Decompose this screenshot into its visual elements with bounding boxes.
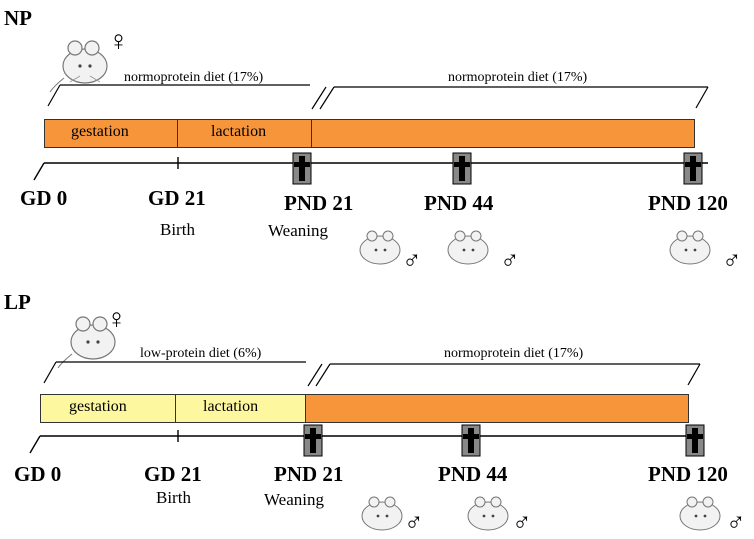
male-symbol-icon: ♂	[402, 246, 422, 275]
lactation-segment: lactation	[177, 119, 312, 148]
female-symbol-icon: ♀	[108, 26, 129, 57]
rat-icon	[669, 230, 711, 265]
segment-label: gestation	[71, 123, 129, 140]
timepoint-label: GD 21	[144, 462, 202, 486]
timepoint-sublabel: Birth	[156, 488, 191, 507]
diet-right-label: normoprotein diet (17%)	[444, 346, 584, 361]
timepoint-label: GD 21	[148, 186, 206, 210]
timepoint-sublabel: Weaning	[264, 490, 324, 509]
male-symbol-icon: ♂	[726, 508, 746, 537]
timepoint-sublabel: Birth	[160, 220, 195, 239]
cross-icon	[452, 152, 472, 185]
male-symbol-icon: ♂	[500, 246, 520, 275]
rat-icon	[359, 230, 401, 265]
timepoint-label: PND 44	[438, 462, 508, 486]
cross-icon	[292, 152, 312, 185]
rat-icon	[447, 230, 489, 265]
segment-label: gestation	[69, 398, 127, 415]
gestation-segment: gestation	[44, 119, 178, 148]
lactation-segment: lactation	[175, 394, 307, 423]
rat-icon	[361, 496, 403, 531]
diet-left-label: low-protein diet (6%)	[140, 346, 262, 361]
diet-left-label: normoprotein diet (17%)	[124, 70, 264, 85]
timepoint-label: PND 21	[284, 191, 354, 215]
timepoint-label: PND 44	[424, 191, 494, 215]
male-symbol-icon: ♂	[404, 508, 424, 537]
rat-icon	[467, 496, 509, 531]
timepoint-label: GD 0	[20, 186, 68, 210]
cross-icon	[461, 424, 481, 457]
gestation-segment: gestation	[40, 394, 176, 423]
timepoint-label: PND 120	[648, 462, 728, 486]
panel-title: LP	[4, 290, 31, 314]
female-symbol-icon: ♀	[106, 304, 127, 335]
diet-right-label: normoprotein diet (17%)	[448, 70, 588, 85]
timepoint-label: GD 0	[14, 462, 62, 486]
cross-icon	[303, 424, 323, 457]
postweaning-segment	[305, 394, 689, 423]
postweaning-segment	[311, 119, 695, 148]
timepoint-label: PND 21	[274, 462, 344, 486]
panel-title: NP	[4, 6, 32, 30]
rat-icon	[57, 316, 116, 369]
segment-label: lactation	[203, 398, 259, 415]
rat-icon	[679, 496, 721, 531]
cross-icon	[683, 152, 703, 185]
timepoint-sublabel: Weaning	[268, 221, 328, 240]
cross-icon	[685, 424, 705, 457]
segment-label: lactation	[211, 123, 267, 140]
rat-icon	[49, 40, 108, 93]
timepoint-label: PND 120	[648, 191, 728, 215]
male-symbol-icon: ♂	[722, 246, 742, 275]
male-symbol-icon: ♂	[512, 508, 532, 537]
